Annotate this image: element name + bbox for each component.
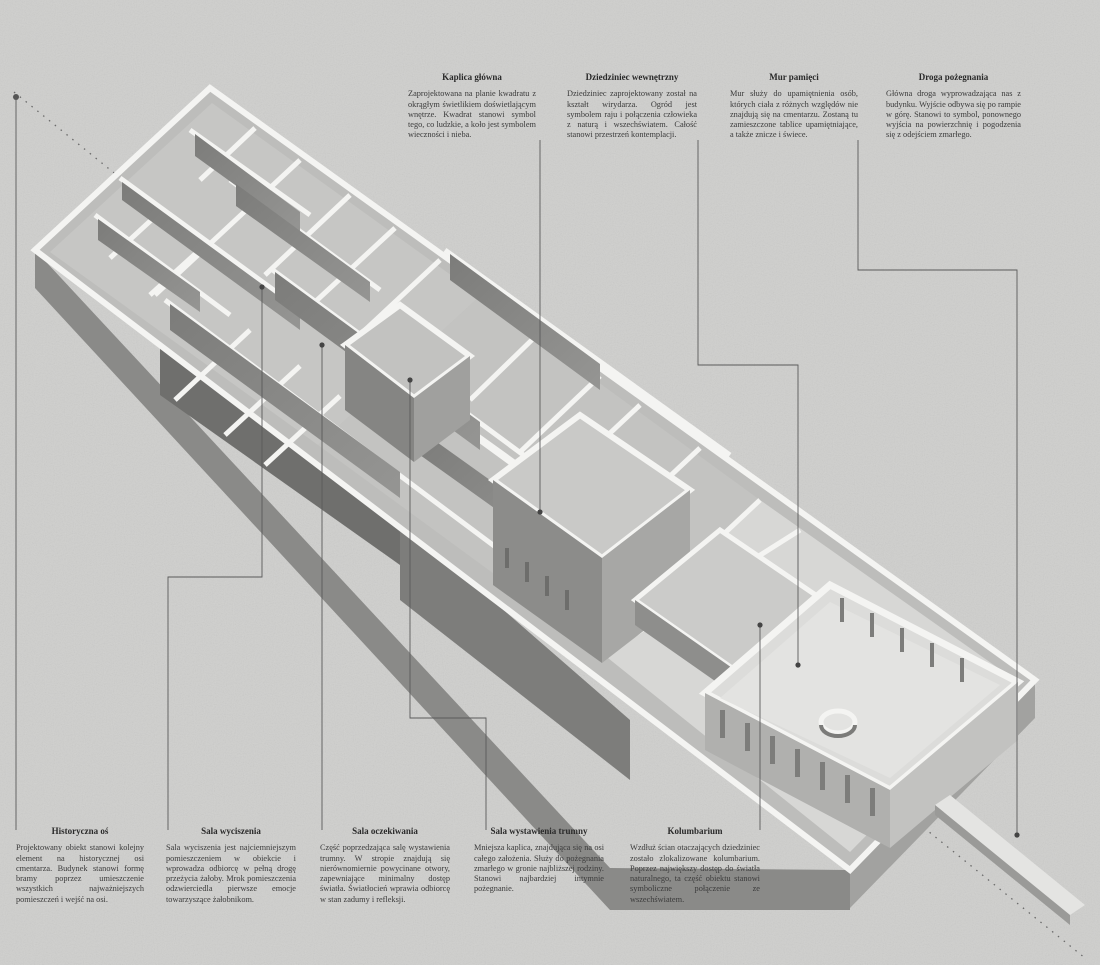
note-inner-courtyard: Dziedziniec wewnętrzny Dziedziniec zapro…: [567, 72, 697, 141]
main-chapel-wall-right: [602, 490, 690, 663]
note-text: Mniejsza kaplica, znajdująca się na osi …: [474, 843, 604, 894]
note-title: Dziedziniec wewnętrzny: [585, 72, 679, 82]
ring-opening: [818, 708, 858, 736]
note-title: Sala oczekiwania: [352, 826, 418, 836]
note-memorial-wall: Mur pamięci Mur służy do upamiętnienia o…: [730, 72, 858, 141]
note-columbarium: Kolumbarium Wzdłuż ścian otaczających dz…: [630, 826, 760, 905]
note-title: Sala wyciszenia: [201, 826, 261, 836]
note-text: Projektowany obiekt stanowi kolejny elem…: [16, 843, 144, 904]
note-farewell-road: Droga pożegnania Główna droga wyprowadza…: [886, 72, 1021, 141]
note-text: Dziedziniec zaprojektowany został na ksz…: [567, 89, 697, 140]
note-historical-axis: Historyczna oś Projektowany obiekt stano…: [16, 826, 144, 905]
note-text: Mur służy do upamiętnienia osób, których…: [730, 89, 858, 140]
exit-ramp: [935, 795, 1085, 915]
note-text: Sala wyciszenia jest najciemniejszym pom…: [166, 843, 296, 904]
note-waiting-room: Sala oczekiwania Część poprzedzająca sal…: [320, 826, 450, 905]
building-massing: [30, 84, 1085, 925]
note-silence-room: Sala wyciszenia Sala wyciszenia jest naj…: [166, 826, 296, 905]
leader-lines: [15, 97, 1018, 835]
note-title: Kaplica główna: [442, 72, 502, 82]
note-text: Główna droga wyprowadzająca nas z budynk…: [886, 89, 1021, 140]
note-title: Mur pamięci: [769, 72, 819, 82]
note-main-chapel: Kaplica główna Zaprojektowana na planie …: [408, 72, 536, 141]
note-text: Wzdłuż ścian otaczających dziedziniec zo…: [630, 843, 760, 904]
leader-dots: [259, 284, 1020, 838]
note-title: Sala wystawienia trumny: [490, 826, 588, 836]
note-title: Droga pożegnania: [918, 72, 989, 82]
note-text: Zaprojektowana na planie kwadratu z okrą…: [408, 89, 536, 140]
note-text: Część poprzedzająca salę wystawienia tru…: [320, 843, 450, 904]
note-title: Kolumbarium: [667, 826, 723, 836]
note-coffin-hall: Sala wystawienia trumny Mniejsza kaplica…: [474, 826, 604, 895]
note-title: Historyczna oś: [51, 826, 109, 836]
main-chapel-wall-left: [493, 480, 602, 663]
